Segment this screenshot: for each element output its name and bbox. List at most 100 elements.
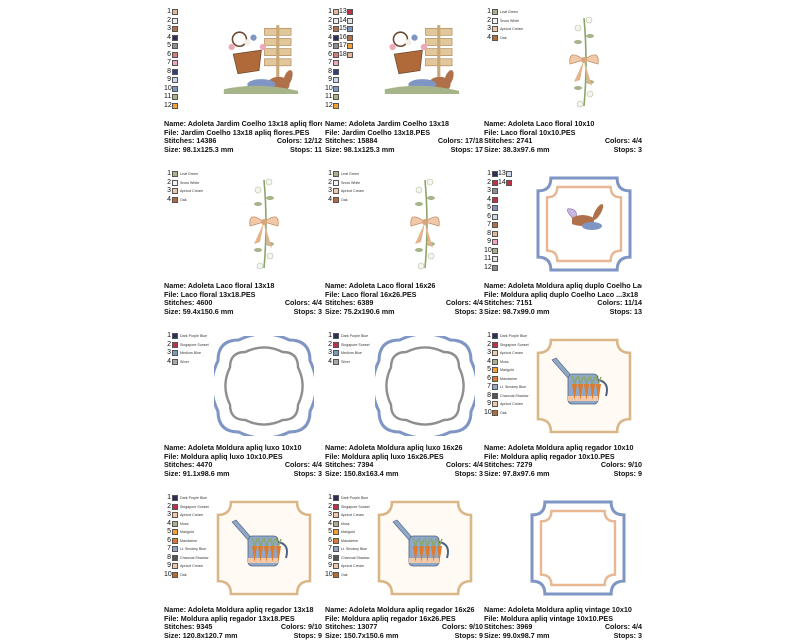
stop-count: Stops: 17	[450, 145, 483, 154]
thread-number: 9	[487, 400, 491, 407]
thread-swatch	[172, 179, 178, 186]
stitch-count: Stitches: 6389	[325, 299, 374, 308]
design-name: Name: Adoleta Moldura apliq duplo Coelho…	[484, 282, 642, 290]
design-file: File: Laco floral 16x26.PES	[325, 290, 417, 299]
thread-swatch	[492, 264, 498, 271]
thread-swatch	[333, 512, 339, 518]
stop-count: Stops: 13	[609, 307, 642, 316]
thread-swatch	[333, 94, 339, 100]
thread-swatch	[172, 495, 178, 501]
thread-number: 7	[487, 383, 491, 390]
thread-number: 7	[328, 59, 332, 66]
thread-swatch	[333, 341, 339, 348]
thread-swatch	[333, 520, 339, 527]
thread-number: 4	[167, 519, 171, 527]
design-name: Name: Adoleta Moldura apliq luxo 10x10	[164, 444, 302, 452]
thread-number: 5	[328, 528, 332, 535]
thread-swatch	[172, 34, 178, 41]
design-preview	[536, 338, 632, 434]
thread-row: 8	[164, 68, 178, 76]
design-size: Size: 59.4x150.6 mm	[164, 307, 234, 316]
thread-name: Apricot Cream	[341, 189, 364, 193]
thread-row: 4	[325, 34, 339, 42]
stitch-count: Stitches: 13077	[325, 623, 378, 632]
thread-swatch	[172, 503, 178, 510]
thread-name: Mandarine	[180, 538, 197, 543]
thread-number: 2	[328, 16, 332, 24]
design-preview	[377, 500, 473, 596]
thread-name: Singapore Sunset	[341, 504, 370, 509]
thread-number: 2	[487, 178, 491, 186]
thread-name: Dark Purple Blue	[180, 496, 208, 500]
design-size: Size: 38.3x97.6 mm	[484, 145, 550, 154]
stop-count: Stops: 3	[454, 469, 483, 478]
thread-swatch	[172, 546, 178, 552]
thread-name: Silver	[180, 359, 189, 364]
thread-swatch	[172, 102, 178, 109]
thread-number: 1	[487, 170, 491, 177]
thread-name: Apricot Cream	[500, 27, 523, 31]
thread-number: 4	[328, 33, 332, 41]
thread-row: 6	[164, 51, 178, 59]
thread-name: Leaf Green	[500, 10, 518, 14]
thread-number: 3	[487, 349, 491, 356]
stop-count: Stops: 9	[613, 469, 642, 478]
thread-number: 12	[164, 101, 172, 109]
thread-swatch	[506, 171, 512, 177]
thread-swatch	[492, 26, 498, 32]
thread-swatch	[172, 68, 178, 75]
thread-row: 11	[325, 93, 339, 101]
design-preview	[410, 178, 440, 270]
design-name: Name: Adoleta Moldura apliq regador 13x1…	[164, 606, 314, 614]
thread-name: Mandarine	[341, 538, 358, 543]
thread-swatch	[492, 341, 498, 348]
thread-number: 6	[328, 536, 332, 544]
thread-number: 13	[339, 8, 347, 15]
thread-swatch	[492, 179, 498, 186]
thread-number: 1	[487, 332, 491, 339]
stitch-count: Stitches: 4600	[164, 299, 213, 308]
stop-count: Stops: 3	[613, 631, 642, 640]
thread-number: 9	[328, 76, 332, 83]
thread-row: 2	[164, 17, 178, 25]
thread-row: 5	[325, 42, 339, 50]
thread-number: 3	[167, 349, 171, 356]
thread-swatch	[333, 17, 339, 24]
design-name: Name: Adoleta Laco floral 10x10	[484, 120, 595, 128]
thread-swatch	[172, 171, 178, 177]
thread-row: 13	[498, 170, 512, 178]
thread-number: 6	[167, 50, 171, 58]
design-name: Name: Adoleta Moldura apliq luxo 16x26	[325, 444, 463, 452]
color-count: Colors: 11/14	[597, 299, 642, 308]
thread-name: Oak	[341, 572, 348, 577]
design-size: Size: 75.2x190.6 mm	[325, 307, 395, 316]
thread-number: 2	[167, 16, 171, 24]
thread-name: Snow White	[500, 18, 520, 23]
stop-count: Stops: 11	[290, 145, 322, 154]
thread-swatch	[492, 188, 498, 194]
design-info: Name: Adoleta Moldura apliq regador 10x1…	[484, 444, 642, 478]
thread-row: 10	[325, 85, 339, 93]
thread-number: 2	[487, 16, 491, 24]
design-size: Size: 98.1x125.3 mm	[164, 145, 234, 154]
thread-swatch	[333, 529, 339, 535]
design-file: File: Jardim Coelho 13x18 apliq flores.P…	[164, 128, 310, 137]
thread-name: Oak	[180, 197, 187, 202]
thread-name: Lt. Smokey Blue	[341, 547, 368, 551]
thread-swatch	[492, 205, 498, 211]
design-file: File: Moldura apliq regador 16x26.PES	[325, 614, 456, 623]
thread-row: 3	[325, 25, 339, 33]
stitch-count: Stitches: 2741	[484, 137, 533, 146]
thread-row: 15	[339, 25, 353, 33]
